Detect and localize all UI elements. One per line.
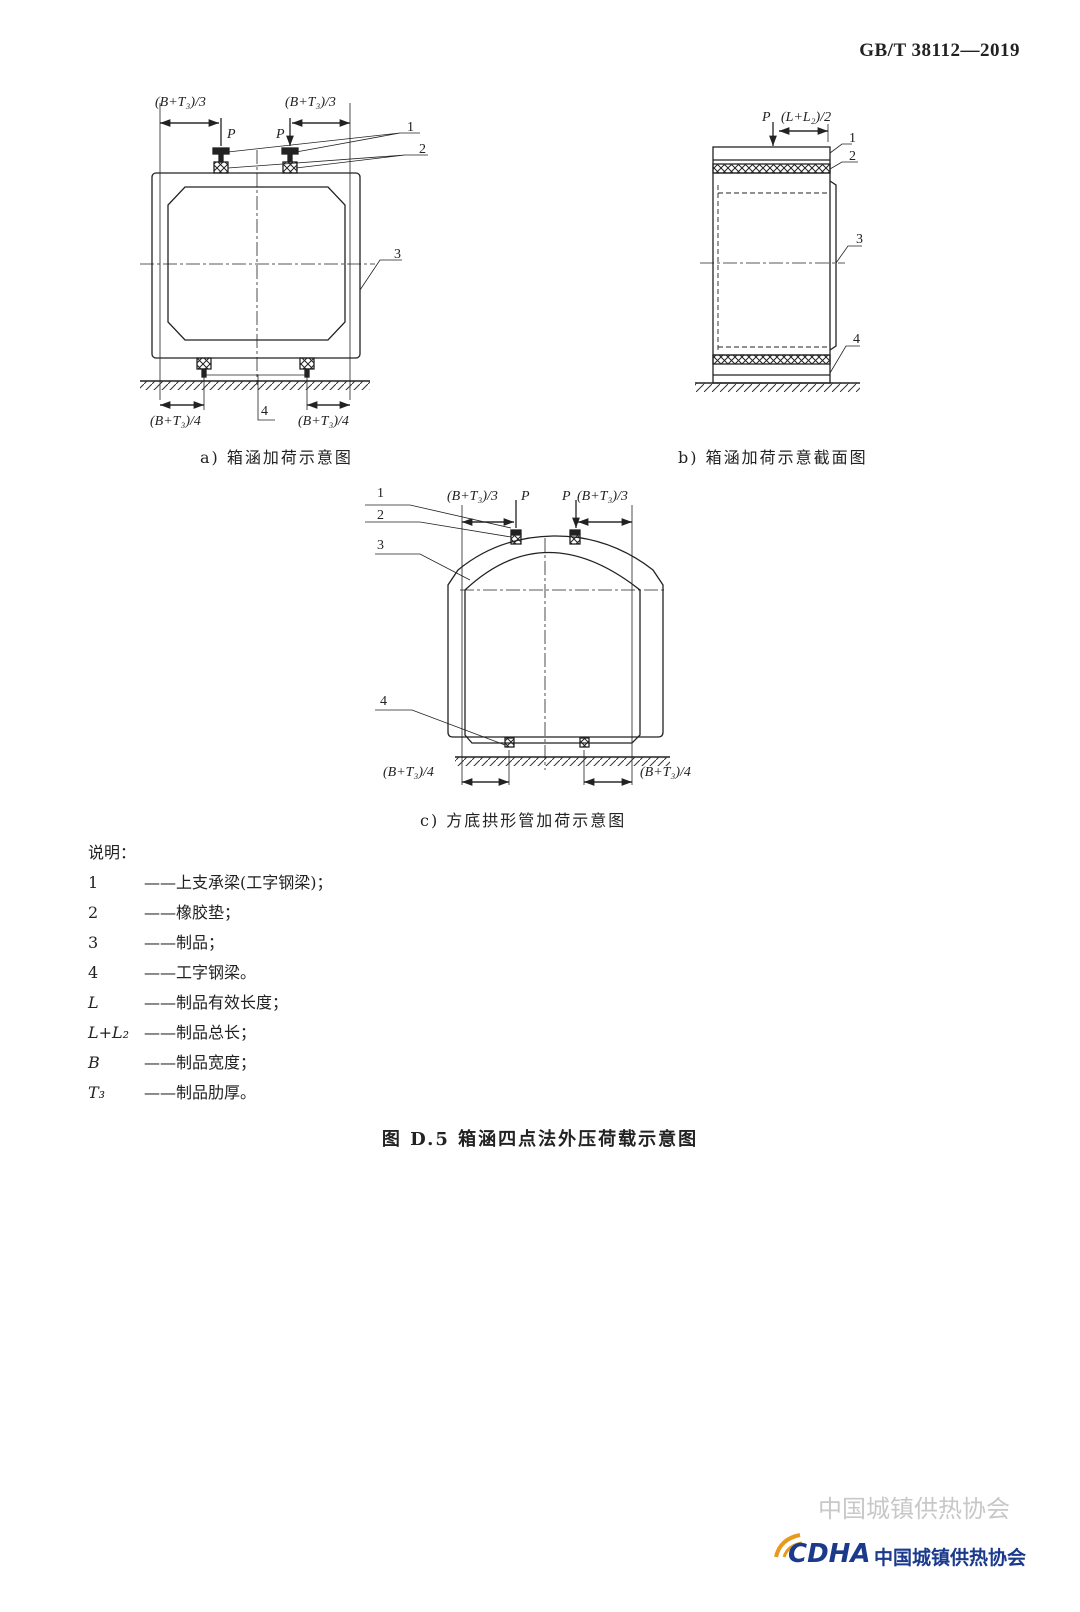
- fig-a-dim-bottom-right: (B+T₃)/4: [298, 414, 349, 429]
- figure-a-annotations: (B+T₃)/3 (B+T₃)/3 P P (B+T₃)/4 (B+T₃)/4 …: [150, 95, 426, 429]
- fig-a-label-3: 3: [394, 247, 401, 262]
- figure-a-box-culvert: [140, 103, 428, 421]
- watermark-brand: CDHA: [788, 1539, 871, 1569]
- figure-b-annotations: P (L+L₂)/2 1 2 3 4: [761, 110, 863, 347]
- legend-item: 1 ——上支承梁(工字钢梁)；: [88, 868, 333, 898]
- fig-b-label-4: 4: [853, 332, 860, 347]
- fig-a-load-left: P: [226, 127, 236, 142]
- fig-c-dim-top-left: (B+T₃)/3: [447, 489, 498, 504]
- fig-c-label-2: 2: [377, 508, 384, 523]
- legend-key: 2: [88, 903, 99, 922]
- legend-text: ——工字钢梁。: [144, 963, 257, 982]
- watermark-ghost-text: 中国城镇供热协会: [818, 1495, 1010, 1523]
- fig-b-dim-top: (L+L₂)/2: [781, 110, 831, 125]
- fig-b-caption: b) 箱涵加荷示意截面图: [678, 448, 868, 467]
- legend-key: T₃: [88, 1083, 106, 1102]
- legend-key: L+L₂: [88, 1023, 130, 1042]
- watermark-org: 中国城镇供热协会: [874, 1547, 1027, 1569]
- legend-item: L+L₂ ——制品总长；: [88, 1018, 333, 1048]
- fig-a-label-4: 4: [261, 404, 268, 419]
- legend-text: ——橡胶垫；: [144, 903, 241, 922]
- legend-item: T₃ ——制品肋厚。: [88, 1078, 333, 1108]
- legend-item: 4 ——工字钢梁。: [88, 958, 333, 988]
- legend-key: 1: [88, 873, 99, 892]
- fig-c-dim-bottom-left: (B+T₃)/4: [383, 765, 434, 780]
- legend-item: 2 ——橡胶垫；: [88, 898, 333, 928]
- legend-item: L ——制品有效长度；: [88, 988, 333, 1018]
- figure-b-section: [695, 122, 862, 392]
- legend-text: ——制品；: [144, 933, 225, 952]
- legend: 说明： 1 ——上支承梁(工字钢梁)； 2 ——橡胶垫； 3 ——制品； 4 ——工字钢…: [88, 838, 333, 1108]
- fig-c-dim-top-right: (B+T₃)/3: [577, 489, 628, 504]
- figure-c-arch-pipe: [365, 500, 670, 786]
- legend-text: ——制品总长；: [144, 1023, 257, 1042]
- fig-a-dim-top-right: (B+T₃)/3: [285, 95, 336, 110]
- fig-a-dim-bottom-left: (B+T₃)/4: [150, 414, 201, 429]
- fig-c-label-4: 4: [380, 694, 387, 709]
- legend-title: 说明：: [88, 843, 137, 862]
- signal-arc-icon: [774, 1533, 803, 1558]
- fig-c-label-1: 1: [377, 486, 384, 501]
- fig-c-dim-bottom-right: (B+T₃)/4: [640, 765, 691, 780]
- fig-a-caption: a) 箱涵加荷示意图: [200, 448, 353, 467]
- legend-text: ——制品有效长度；: [144, 993, 289, 1012]
- figure-title: 图 D.5 箱涵四点法外压荷载示意图: [381, 1129, 699, 1150]
- legend-key: B: [88, 1053, 100, 1072]
- standard-number: GB/T 38112—2019: [859, 40, 1020, 61]
- fig-c-label-3: 3: [377, 538, 384, 553]
- legend-key: 3: [88, 933, 99, 952]
- legend-item: 3 ——制品；: [88, 928, 333, 958]
- fig-c-load-left: P: [520, 489, 530, 504]
- fig-a-label-2: 2: [419, 142, 426, 157]
- watermark-logo: 中国城镇供热协会 CDHA 中国城镇供热协会: [770, 1495, 1060, 1585]
- fig-a-dim-top-left: (B+T₃)/3: [155, 95, 206, 110]
- legend-item: B ——制品宽度；: [88, 1048, 333, 1078]
- fig-b-load: P: [761, 110, 771, 125]
- fig-b-label-2: 2: [849, 149, 856, 164]
- fig-c-load-right: P: [561, 489, 571, 504]
- legend-text: ——制品肋厚。: [144, 1083, 257, 1102]
- fig-b-label-1: 1: [849, 131, 856, 146]
- fig-c-caption: c) 方底拱形管加荷示意图: [420, 811, 627, 830]
- figure-c-annotations: (B+T₃)/3 P P (B+T₃)/3 (B+T₃)/4 (B+T₃)/4 …: [377, 486, 691, 780]
- fig-a-label-1: 1: [407, 120, 414, 135]
- legend-text: ——制品宽度；: [144, 1053, 257, 1072]
- legend-key: 4: [88, 963, 99, 982]
- fig-b-label-3: 3: [856, 232, 863, 247]
- legend-key: L: [88, 993, 99, 1012]
- legend-text: ——上支承梁(工字钢梁)；: [144, 873, 333, 892]
- fig-a-load-right: P: [275, 127, 285, 142]
